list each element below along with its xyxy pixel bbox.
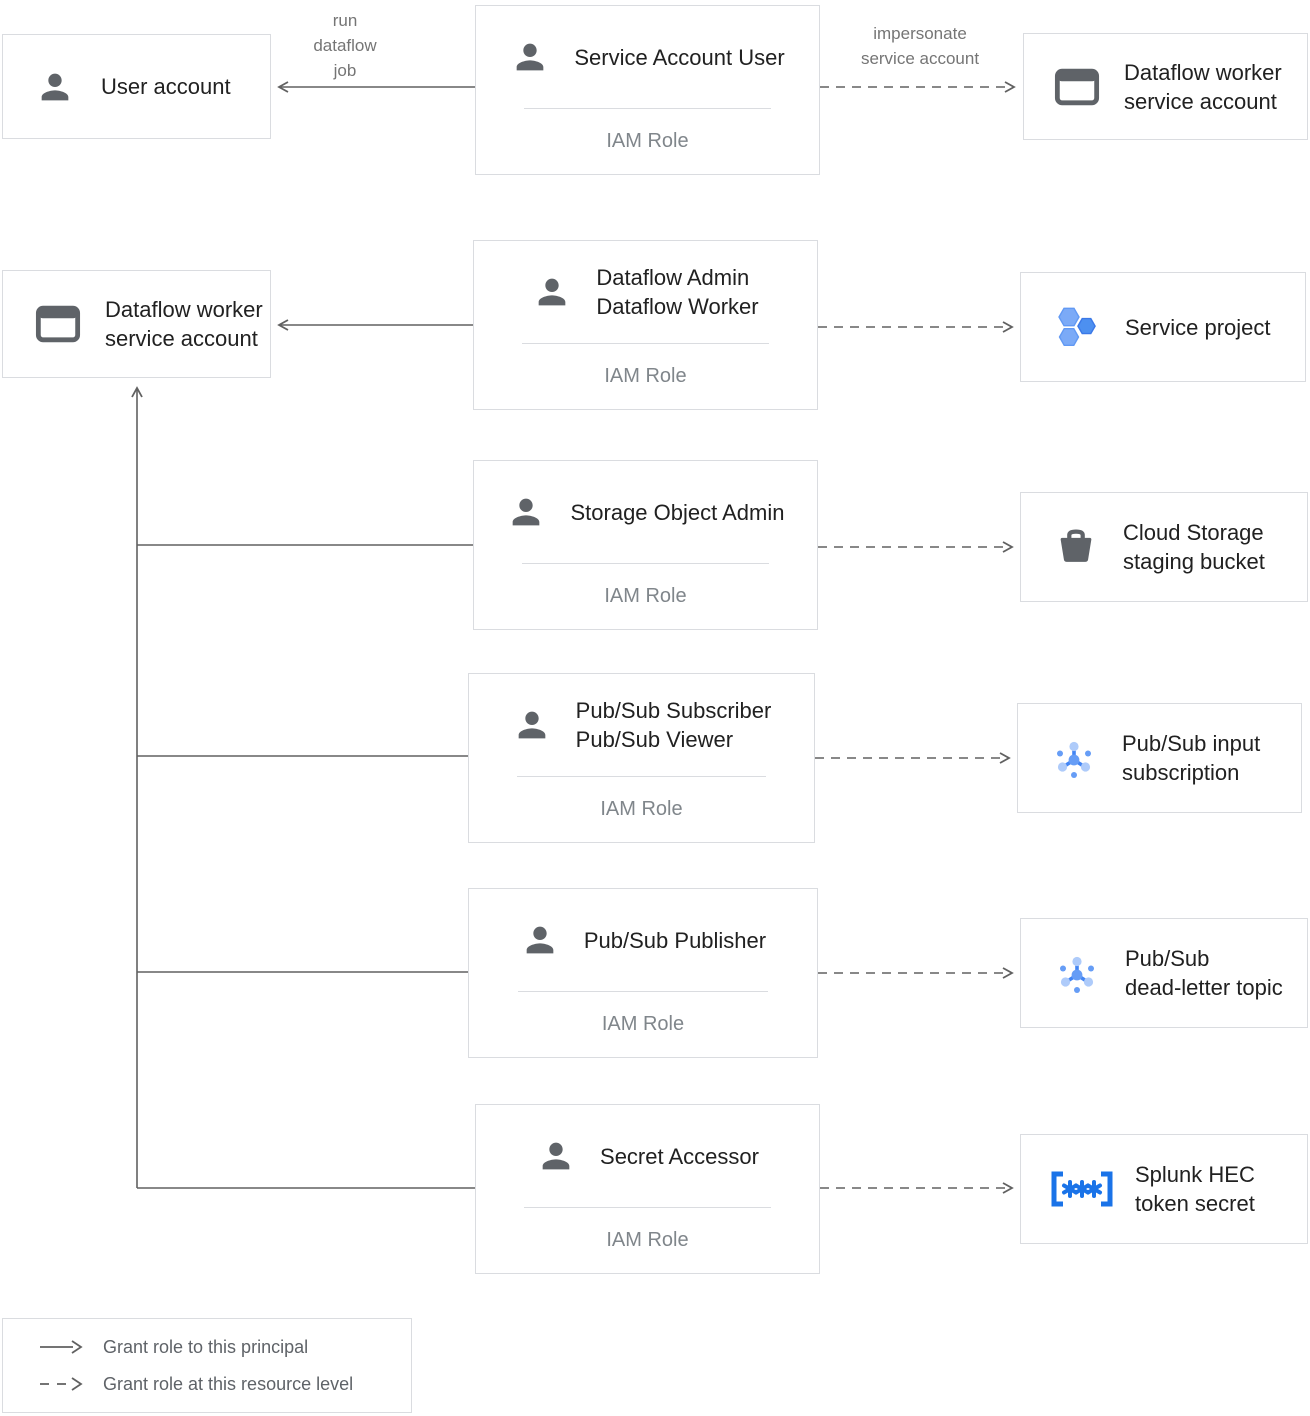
- node-splunk-hec-token-secret: Splunk HEC token secret: [1020, 1134, 1308, 1244]
- node-label-line: Pub/Sub input: [1122, 731, 1261, 756]
- person-icon: [518, 711, 545, 739]
- divider: [524, 108, 771, 109]
- node-dataflow-admin-worker-role: Dataflow Admin Dataflow Worker IAM Role: [473, 240, 818, 410]
- role-title-line: Dataflow Worker: [596, 294, 759, 319]
- divider: [517, 776, 766, 777]
- legend-row-dashed: Grant role at this resource level: [39, 1374, 411, 1395]
- node-dataflow-worker-sa-top: Dataflow worker service account: [1023, 33, 1308, 140]
- dashed-arrow-icon: [40, 1377, 83, 1391]
- pubsub-icon: [1060, 956, 1094, 993]
- node-storage-object-admin-role: Storage Object Admin IAM Role: [473, 460, 818, 630]
- service-account-icon: [1054, 68, 1100, 105]
- pubsub-icon: [1057, 741, 1091, 778]
- node-label-line: Dataflow worker: [1124, 59, 1282, 85]
- node-pubsub-subscriber-viewer-role: Pub/Sub Subscriber Pub/Sub Viewer IAM Ro…: [468, 673, 815, 843]
- node-secret-accessor-role: Secret Accessor IAM Role: [475, 1104, 820, 1274]
- role-subtitle: IAM Role: [606, 1229, 689, 1251]
- node-service-account-user-role: Service Account User IAM Role: [475, 5, 820, 175]
- node-label: Pub/Sub dead-letter topic: [1125, 944, 1283, 1002]
- node-label: User account: [101, 74, 231, 99]
- node-label-line: Dataflow worker: [105, 297, 263, 322]
- secret-icon: [1051, 1171, 1113, 1207]
- hexagon: [1077, 317, 1096, 335]
- node-label-line: token secret: [1135, 1191, 1255, 1216]
- node-label-line: dead-letter topic: [1125, 975, 1283, 1000]
- edge-label-line: job: [333, 61, 357, 80]
- node-label-line: Splunk HEC: [1135, 1162, 1255, 1187]
- role-title: Service Account User: [574, 44, 785, 70]
- role-subtitle: IAM Role: [604, 365, 687, 387]
- person-icon: [539, 278, 566, 306]
- divider: [522, 563, 769, 564]
- person-icon: [513, 498, 540, 526]
- role-title: Storage Object Admin: [570, 499, 785, 525]
- edge-label-line: run: [332, 11, 358, 30]
- node-label: Service project: [1125, 314, 1271, 340]
- role-title: Pub/Sub Publisher: [583, 927, 767, 953]
- node-label: Cloud Storage staging bucket: [1123, 518, 1265, 576]
- edge-label-impersonate: impersonate service account: [815, 21, 1025, 71]
- node-label: Dataflow worker service account: [1124, 58, 1282, 116]
- divider: [517, 991, 769, 992]
- node-label: Dataflow worker service account: [105, 295, 263, 353]
- person-icon: [517, 43, 544, 71]
- node-label-line: staging bucket: [1123, 549, 1265, 574]
- role-title: Dataflow Admin Dataflow Worker: [596, 263, 758, 321]
- project-icon: [1058, 307, 1096, 347]
- node-label-line: subscription: [1122, 760, 1240, 785]
- role-subtitle: IAM Role: [606, 130, 689, 152]
- role-title-line: Dataflow Admin: [596, 265, 750, 290]
- bucket-icon: [1060, 529, 1092, 562]
- hexagon: [1058, 328, 1080, 347]
- node-label: Splunk HEC token secret: [1135, 1160, 1255, 1218]
- role-subtitle: IAM Role: [600, 798, 683, 820]
- role-title: Pub/Sub Subscriber Pub/Sub Viewer: [576, 696, 772, 754]
- service-account-icon: [35, 305, 81, 343]
- person-icon: [41, 73, 69, 100]
- divider: [522, 343, 769, 344]
- person-icon: [542, 1142, 570, 1170]
- hexagon: [1058, 307, 1080, 327]
- node-label: Pub/Sub input subscription: [1122, 729, 1260, 787]
- legend: Grant role to this principal Grant role …: [2, 1318, 412, 1413]
- person-icon: [526, 926, 554, 954]
- node-pubsub-input-subscription: Pub/Sub input subscription: [1017, 703, 1302, 813]
- legend-label: Grant role to this principal: [103, 1336, 309, 1357]
- node-pubsub-dead-letter-topic: Pub/Sub dead-letter topic: [1020, 918, 1308, 1028]
- role-title-line: Pub/Sub Viewer: [575, 727, 734, 752]
- solid-arrow-icon: [40, 1340, 83, 1354]
- node-service-project: Service project: [1020, 272, 1306, 382]
- edge-label-line: service account: [860, 49, 980, 68]
- role-title: Secret Accessor: [600, 1143, 759, 1169]
- node-label-line: Pub/Sub: [1125, 946, 1210, 971]
- node-label-line: service account: [105, 326, 258, 351]
- legend-row-solid: Grant role to this principal: [39, 1337, 411, 1358]
- edge-label-line: dataflow: [313, 36, 377, 55]
- node-dataflow-worker-sa-left: Dataflow worker service account: [2, 270, 271, 378]
- edge-label-line: impersonate: [873, 24, 967, 43]
- role-title-line: Pub/Sub Subscriber: [575, 698, 772, 723]
- role-subtitle: IAM Role: [601, 1013, 685, 1035]
- role-subtitle: IAM Role: [604, 585, 687, 607]
- divider: [524, 1207, 771, 1208]
- legend-label: Grant role at this resource level: [103, 1373, 354, 1394]
- node-label-line: service account: [1124, 88, 1277, 114]
- node-user-account: User account: [2, 34, 271, 139]
- node-pubsub-publisher-role: Pub/Sub Publisher IAM Role: [468, 888, 818, 1058]
- node-cloud-storage-bucket: Cloud Storage staging bucket: [1020, 492, 1308, 602]
- node-label-line: Cloud Storage: [1123, 520, 1264, 545]
- edge-label-run-dataflow-job: run dataflow job: [282, 8, 408, 83]
